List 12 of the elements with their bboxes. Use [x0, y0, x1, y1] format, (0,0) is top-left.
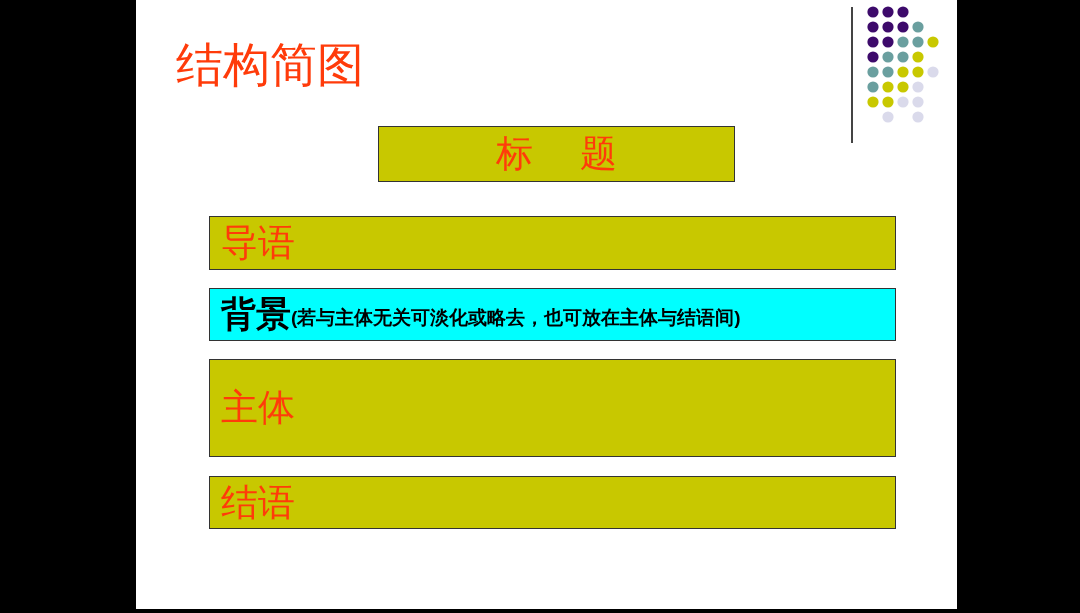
box-label: 导语 — [221, 221, 295, 265]
section-box — [209, 216, 896, 270]
box-label: 主体 — [221, 386, 295, 430]
section-box — [209, 359, 896, 457]
section-box — [209, 288, 896, 341]
section-box — [378, 126, 735, 182]
box-label: 背景 — [221, 294, 291, 336]
section-box — [209, 476, 896, 529]
note-text: (若与主体无关可淡化或略去，也可放在主体与结语间) — [291, 305, 741, 330]
box-label: 标 题 — [495, 132, 618, 176]
box-label: 结语 — [221, 480, 295, 525]
slide-title: 结构简图 — [176, 38, 364, 93]
